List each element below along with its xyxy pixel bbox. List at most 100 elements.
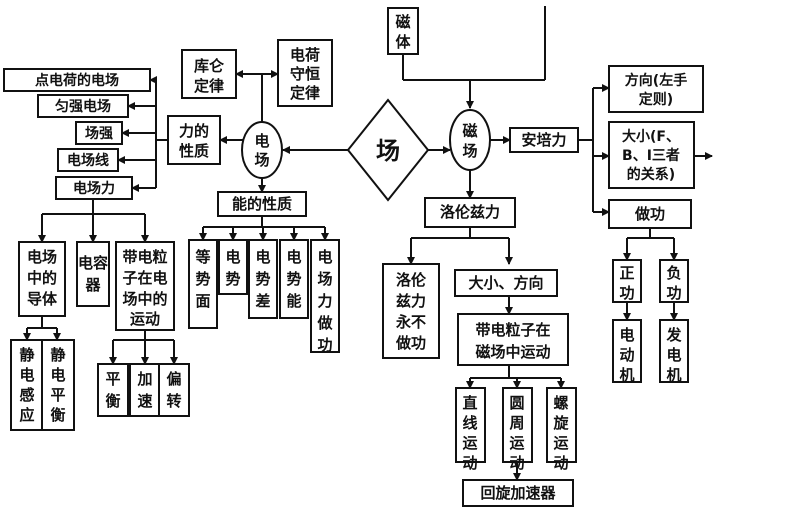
field-force-label: 电场力 [73,180,115,197]
conductor-line-3: 导体 [27,290,58,308]
field-line-label: 电场线 [67,152,109,169]
cyclotron-box [462,479,574,507]
motion-deflect-box [158,363,190,417]
conductor-line-2: 中的 [27,269,57,287]
capacitor-line-2: 器 [84,276,101,294]
force-props-line-2: 性质 [179,142,209,160]
particle-in-field-box [457,313,569,366]
magnetic-node-line-2: 场 [462,142,477,160]
motion-deflect-label: 偏转 [166,370,181,410]
particle-motion-line-4: 运动 [130,310,160,328]
conservation-line-2: 守恒 [290,65,320,83]
magnetic-node-line-1: 磁 [462,122,477,140]
electrostatic-induction-box [10,339,44,431]
electrostatic-balance-label: 静电平衡 [50,346,65,424]
motor-box [612,319,642,383]
particle-motion-box [115,241,175,331]
coulomb-line-2: 定律 [194,77,224,95]
potential-box [218,239,248,295]
circular-motion-label: 圆周运动 [509,394,524,472]
point-charge-field-label: 点电荷的电场 [35,72,119,89]
electrostatic-induction-label: 静电感应 [19,346,34,424]
field-strength-box [75,121,123,145]
linear-motion-box [455,387,486,463]
coulomb-line-1: 库仑 [194,57,225,75]
generator-label: 发电机 [665,326,682,384]
particle-motion-line-3: 场中的 [122,290,167,308]
motion-balance-label: 平衡 [105,370,120,410]
no-work-line-3: 永不 [395,313,426,331]
force-props-line-1: 力的 [179,122,209,140]
size-direction-label: 大小、方向 [468,274,543,292]
charge-conservation-box [277,39,333,107]
capacitor-box [76,241,110,307]
generator-box [659,319,689,383]
magnetic-field-node [449,109,491,171]
direction-line-1: 方向(左手 [625,72,687,89]
particle-in-field-line-2: 磁场中运动 [475,343,550,361]
field-force-work-box [310,239,340,353]
linear-motion-label: 直线运动 [462,394,477,472]
electric-field-branch: 电 场 库仑 定律 电荷 守恒 定律 力的 性质 点电荷的电场 匀强电场 场强 … [3,39,340,431]
magnitude-line-2: B、I三者 [622,148,680,164]
positive-work-label: 正功 [619,264,634,302]
electric-node-line-1: 电 [254,132,269,150]
positive-work-box [612,259,642,303]
ampere-force-box [509,127,579,153]
center-label: 场 [376,137,400,165]
no-work-line-2: 兹力 [396,292,426,310]
energy-properties-box [217,191,307,217]
force-properties-box [167,115,221,165]
magnet-box [387,7,419,55]
magnitude-line-1: 大小(F、 [622,128,680,145]
lorentz-force-label: 洛伦兹力 [440,203,500,221]
conservation-line-3: 定律 [290,84,320,102]
coulomb-law-box [181,49,237,99]
field-strength-label: 场强 [85,126,113,142]
potential-energy-box [279,239,309,319]
equipotential-box [188,239,218,329]
magnitude-line-3: 的关系) [627,166,675,183]
circular-motion-box [502,387,533,463]
connectors [23,6,713,481]
spiral-motion-box [546,387,577,463]
motion-balance-box [97,363,129,417]
magnet-line-2: 体 [395,33,411,51]
conservation-line-1: 电荷 [290,46,320,64]
spiral-motion-label: 螺旋运动 [552,394,569,472]
no-work-line-4: 做功 [395,334,426,352]
direction-line-2: 定则) [639,91,673,108]
no-work-line-1: 洛伦 [396,271,427,289]
uniform-field-label: 匀强电场 [55,98,111,115]
uniform-field-box [37,94,129,118]
potential-label: 电势 [225,248,240,288]
electric-node-line-2: 场 [254,151,269,169]
negative-work-label: 负功 [666,264,681,302]
field-line-box [57,148,119,172]
work-box [608,199,692,229]
motion-accelerate-label: 加速 [136,370,152,410]
work-label: 做功 [634,205,665,223]
electric-field-node [241,121,283,179]
potential-difference-label: 电势差 [255,248,270,310]
ampere-force-label: 安培力 [521,131,566,149]
field-force-box [55,176,133,200]
energy-properties-label: 能的性质 [232,195,292,213]
cyclotron-label: 回旋加速器 [480,484,556,502]
magnetic-field-branch: 磁 体 磁 场 安培力 方向(左手 定则) 大小(F、 B、I三者 的关系) 做… [382,7,704,507]
lorentz-force-box [424,197,516,228]
lorentz-no-work-box [382,263,440,359]
direction-box [608,65,704,113]
particle-motion-line-2: 子在电 [122,269,167,287]
potential-energy-label: 电势能 [286,248,301,310]
magnitude-box [608,121,695,189]
size-direction-box [454,269,558,297]
conductor-box [18,241,66,317]
field-force-work-label: 电场力做功 [316,248,333,354]
capacitor-line-1: 电容 [78,254,108,272]
particle-motion-line-1: 带电粒 [122,248,167,266]
conductor-line-1: 电场 [27,248,57,266]
negative-work-box [659,259,689,303]
